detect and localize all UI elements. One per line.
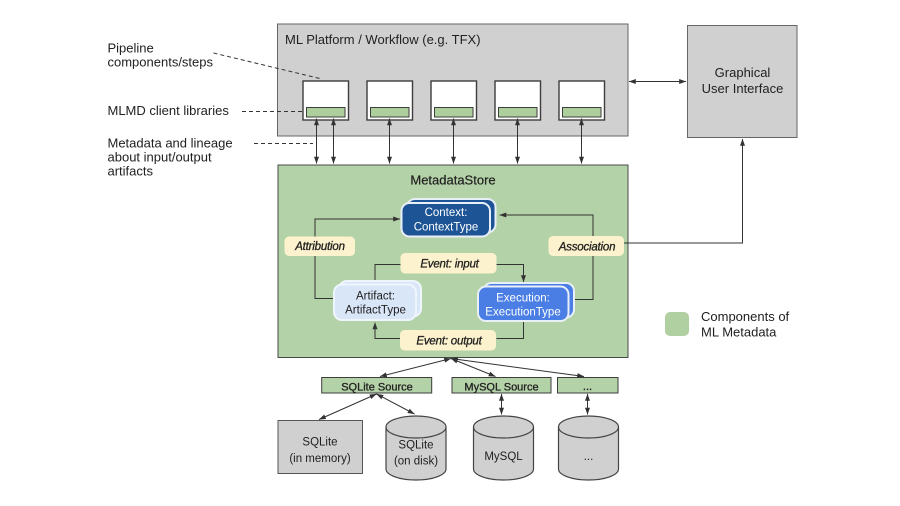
svg-text:Event: output: Event: output <box>416 336 482 348</box>
svg-text:Artifact:: Artifact: <box>356 291 395 303</box>
svg-text:SQLite: SQLite <box>398 440 433 452</box>
svg-text:MySQL Source: MySQL Source <box>464 382 538 394</box>
svg-text:...: ... <box>584 451 594 463</box>
svg-text:ArtifactType: ArtifactType <box>345 305 406 317</box>
svg-text:Execution:: Execution: <box>496 293 550 305</box>
svg-text:ML Platform / Workflow (e.g. T: ML Platform / Workflow (e.g. TFX) <box>285 32 481 47</box>
svg-text:ML Metadata: ML Metadata <box>701 325 777 340</box>
svg-text:Association: Association <box>558 242 616 254</box>
svg-text:SQLite: SQLite <box>302 437 337 449</box>
svg-text:User Interface: User Interface <box>702 81 784 96</box>
svg-text:Pipeline: Pipeline <box>108 41 154 56</box>
svg-text:Event: input: Event: input <box>420 259 479 271</box>
svg-text:artifacts: artifacts <box>108 164 154 179</box>
svg-text:...: ... <box>583 381 592 393</box>
svg-text:MySQL: MySQL <box>484 451 523 463</box>
svg-text:Graphical: Graphical <box>715 65 771 80</box>
svg-text:SQLite Source: SQLite Source <box>341 382 413 394</box>
svg-text:(on disk): (on disk) <box>394 456 438 468</box>
svg-text:components/steps: components/steps <box>108 55 214 70</box>
svg-text:Context:: Context: <box>425 207 468 219</box>
svg-text:about input/output: about input/output <box>108 150 212 165</box>
svg-text:(in memory): (in memory) <box>289 453 351 465</box>
svg-text:MLMD client libraries: MLMD client libraries <box>108 103 230 118</box>
svg-text:MetadataStore: MetadataStore <box>410 173 495 188</box>
svg-text:ContextType: ContextType <box>414 222 479 234</box>
svg-text:ExecutionType: ExecutionType <box>485 307 560 319</box>
svg-text:Metadata and lineage: Metadata and lineage <box>108 136 233 151</box>
svg-text:Components of: Components of <box>701 309 790 324</box>
svg-text:Attribution: Attribution <box>294 241 345 253</box>
